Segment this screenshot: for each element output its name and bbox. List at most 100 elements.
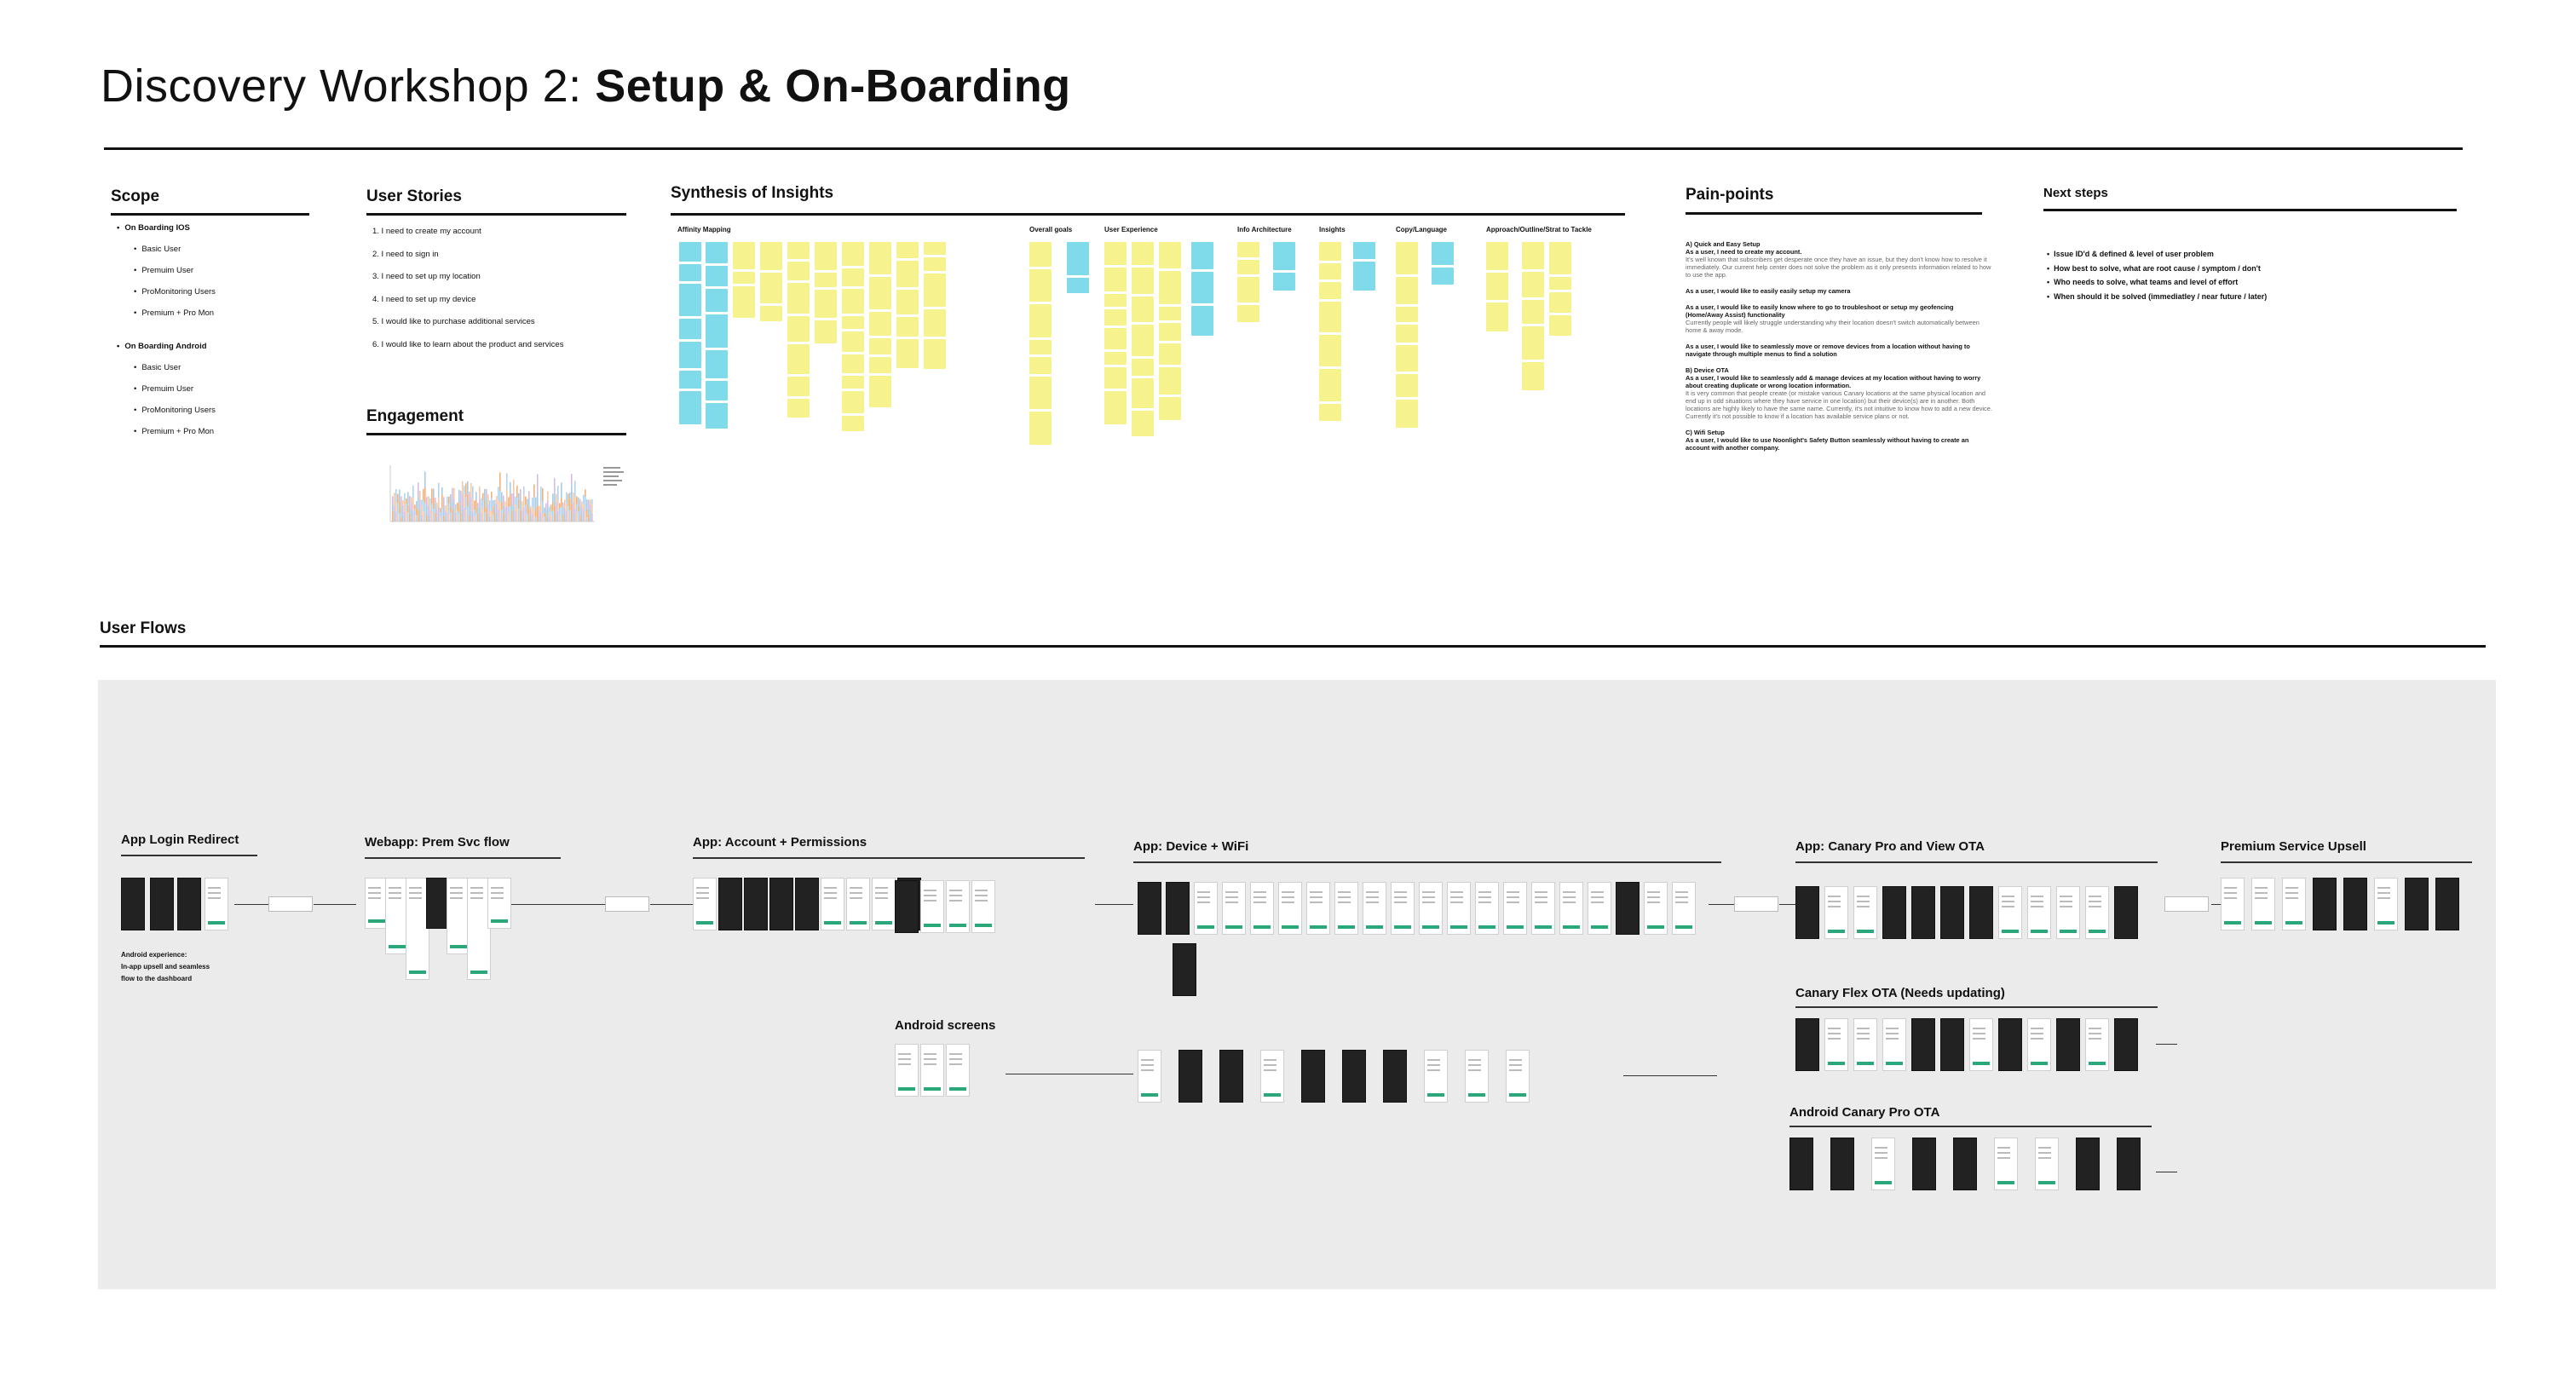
screen-text-line <box>1647 896 1660 898</box>
engagement-bar <box>447 504 448 513</box>
engagement-bar <box>516 485 518 498</box>
engagement-bar <box>554 494 556 506</box>
engagement-bar <box>559 508 561 515</box>
engagement-bar <box>569 492 571 499</box>
sticky-note <box>1549 292 1571 313</box>
screen-text-line <box>1478 896 1491 898</box>
engagement-bar <box>504 501 506 508</box>
screen-text-line <box>875 887 888 889</box>
engagement-bar <box>571 474 573 485</box>
screen-text-line <box>1857 1033 1870 1034</box>
sticky-note <box>1319 282 1341 299</box>
flow-screen-thumbnail <box>2114 886 2138 939</box>
engagement-bar <box>429 510 431 521</box>
engagement-bar <box>530 516 532 521</box>
engagement-bar <box>539 516 540 521</box>
screen-button <box>898 1087 915 1091</box>
engagement-bar <box>532 514 533 521</box>
engagement-bar <box>533 497 535 511</box>
engagement-bar <box>574 481 576 498</box>
engagement-bar <box>511 503 513 510</box>
engagement-bar <box>482 510 484 521</box>
engagement-bar <box>401 496 402 507</box>
sticky-note <box>787 242 810 259</box>
flow-decision-node <box>2164 896 2209 912</box>
engagement-bar <box>549 516 550 521</box>
sticky-note <box>1067 242 1089 275</box>
flow-screen-thumbnail <box>177 878 201 930</box>
engagement-bar <box>453 487 455 499</box>
sticky-note <box>1191 306 1213 336</box>
engagement-bar <box>481 498 482 508</box>
sticky-note <box>815 273 837 287</box>
engagement-bar <box>438 506 440 521</box>
sticky-note <box>1029 340 1052 354</box>
user-story: 2. I need to sign in <box>372 249 439 259</box>
screen-text-line <box>1563 896 1576 898</box>
screen-text-line <box>949 895 962 896</box>
sticky-note <box>1132 297 1154 322</box>
engagement-bar <box>522 510 523 516</box>
screen-text-line <box>1875 1147 1887 1149</box>
engagement-bar <box>419 509 421 521</box>
engagement-bar <box>431 510 433 521</box>
engagement-bar <box>550 504 552 511</box>
flow-screen-thumbnail <box>1391 882 1415 935</box>
engagement-bar <box>481 507 482 514</box>
sticky-note <box>1159 307 1181 320</box>
sticky-note <box>1159 397 1181 420</box>
engagement-bar <box>516 498 518 510</box>
engagement-bar <box>436 510 438 517</box>
engagement-bar <box>511 510 513 521</box>
engagement-bar <box>568 505 569 512</box>
engagement-bar <box>544 516 545 521</box>
flow-screen-thumbnail <box>2374 878 2398 930</box>
screen-text-line <box>2002 896 2014 897</box>
screen-text-line <box>2255 892 2268 894</box>
engagement-bar <box>506 473 508 490</box>
sticky-note <box>706 350 728 378</box>
sticky-note <box>1319 404 1341 421</box>
sticky-note <box>896 339 919 368</box>
flow-connector <box>1623 1075 1717 1076</box>
engagement-bar <box>493 505 494 515</box>
screen-text-line <box>949 1058 962 1060</box>
synthesis-column-title: Affinity Mapping <box>677 226 731 233</box>
flow-screen-thumbnail <box>1998 886 2022 939</box>
sticky-note <box>706 403 728 429</box>
engagement-bar <box>440 508 441 513</box>
user-story: 3. I need to set up my location <box>372 272 481 281</box>
flow-screen-thumbnail <box>718 878 742 930</box>
engagement-bar <box>404 511 406 521</box>
flow-connector <box>511 904 605 905</box>
sticky-note <box>869 357 891 373</box>
screen-text-line <box>1422 891 1435 893</box>
engagement-bar <box>583 494 585 504</box>
screen-text-line <box>949 890 962 891</box>
screen-text-line <box>1997 1152 2010 1154</box>
screen-text-line <box>824 897 837 899</box>
engagement-bar <box>416 508 418 516</box>
flow-connector <box>2211 904 2224 905</box>
engagement-bar <box>590 499 591 505</box>
engagement-bar <box>540 502 542 512</box>
screen-text-line <box>1509 1064 1522 1066</box>
screen-button <box>389 945 406 948</box>
screen-text-line <box>1197 901 1210 903</box>
screen-text-line <box>1828 1038 1841 1040</box>
sticky-note <box>733 272 755 284</box>
flow-screen-thumbnail <box>150 878 174 930</box>
flow-screen-thumbnail <box>1222 882 1246 935</box>
engagement-bar <box>438 497 440 507</box>
engagement-bar <box>503 513 504 521</box>
engagement-bar <box>491 498 493 512</box>
engagement-bar <box>564 514 566 521</box>
flow-divider <box>1795 1006 2158 1008</box>
engagement-bar <box>568 493 569 506</box>
engagement-bar <box>547 491 549 501</box>
engagement-bar <box>518 493 520 500</box>
sticky-note <box>896 317 919 337</box>
screen-text-line <box>450 892 463 894</box>
screen-text-line <box>1591 891 1604 893</box>
flow-divider <box>121 855 257 856</box>
